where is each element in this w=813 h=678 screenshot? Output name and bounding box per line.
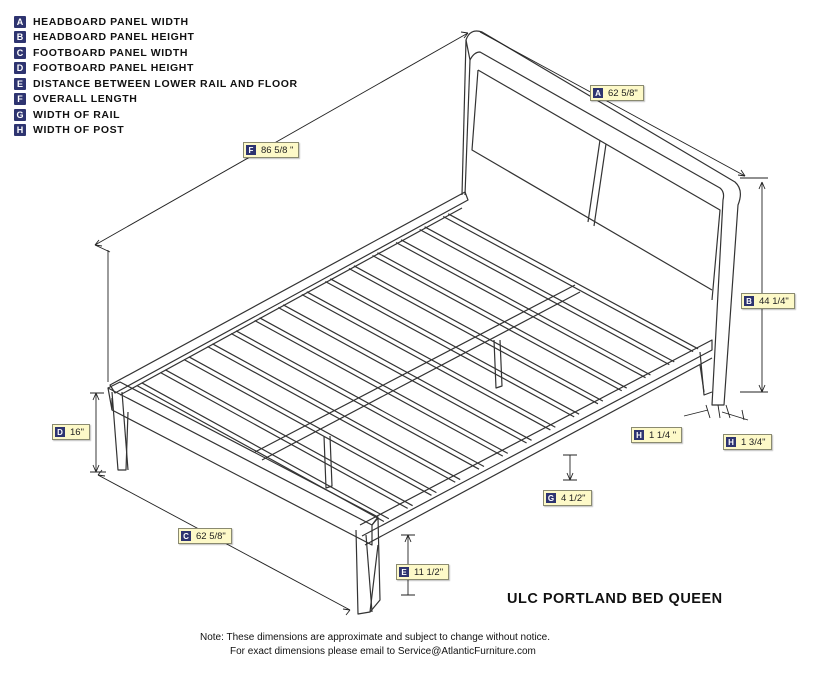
disclaimer-contact-line: For exact dimensions please email to Ser… xyxy=(230,646,536,657)
legend-item-e: E DISTANCE BETWEEN LOWER RAIL AND FLOOR xyxy=(14,76,298,92)
slat-edge xyxy=(377,252,627,389)
dimension-value: 11 1/2" xyxy=(414,566,444,578)
slat-edge xyxy=(254,319,504,457)
dimension-key-badge: H xyxy=(634,430,644,440)
legend-item-g: G WIDTH OF RAIL xyxy=(14,107,298,123)
legend-item-c: C FOOTBOARD PANEL WIDTH xyxy=(14,45,298,61)
dimension-value: 16" xyxy=(70,426,84,438)
dimension-value: 1 1/4 " xyxy=(649,429,677,441)
legend-text: HEADBOARD PANEL WIDTH xyxy=(33,15,189,28)
dimension-line-d xyxy=(90,392,106,473)
slat-edge xyxy=(141,382,390,520)
dimension-line-h xyxy=(683,404,749,421)
slat-edge xyxy=(207,345,456,483)
dimension-key-badge: A xyxy=(593,88,603,98)
dimension-line-b xyxy=(740,177,768,393)
slat-edge xyxy=(330,278,580,415)
legend-key-badge: A xyxy=(14,15,26,28)
dimension-label-a: A 62 5/8" xyxy=(590,85,644,101)
slat-edge xyxy=(447,213,699,350)
dimension-key-badge: G xyxy=(546,493,556,503)
legend-text: WIDTH OF POST xyxy=(33,124,125,137)
slats xyxy=(136,213,699,522)
legend-key-badge: C xyxy=(14,46,26,59)
dimension-label-c: C 62 5/8" xyxy=(178,528,232,544)
slat-edge xyxy=(188,356,437,494)
slat-edge xyxy=(442,215,694,353)
slat-edge xyxy=(325,280,575,418)
legend-text: FOOTBOARD PANEL HEIGHT xyxy=(33,62,194,75)
dimension-legend: A HEADBOARD PANEL WIDTH B HEADBOARD PANEL … xyxy=(14,14,298,138)
slat-edge xyxy=(136,384,385,522)
legend-text: DISTANCE BETWEEN LOWER RAIL AND FLOOR xyxy=(33,77,298,90)
slat-edge xyxy=(165,369,413,507)
legend-key-badge: E xyxy=(14,77,26,90)
slat-edge xyxy=(395,241,646,379)
slat-edge xyxy=(183,358,432,496)
legend-item-d: D FOOTBOARD PANEL HEIGHT xyxy=(14,61,298,77)
dimension-label-d: D 16" xyxy=(52,424,90,440)
dimension-value: 4 1/2" xyxy=(561,492,586,504)
product-title: ULC PORTLAND BED QUEEN xyxy=(507,591,723,607)
slat-edge xyxy=(372,254,623,392)
headboard xyxy=(461,30,741,406)
dimension-key-badge: F xyxy=(246,145,256,155)
legend-text: WIDTH OF RAIL xyxy=(33,108,121,121)
slat-edge xyxy=(230,332,480,470)
slat-edge xyxy=(400,239,651,376)
dimension-value: 62 5/8" xyxy=(608,87,638,99)
center-supports xyxy=(323,339,713,489)
dimension-key-badge: E xyxy=(399,567,409,577)
legend-item-h: H WIDTH OF POST xyxy=(14,123,298,139)
dimension-label-g: G 4 1/2" xyxy=(543,490,592,506)
slat-edge xyxy=(424,226,675,363)
legend-key-badge: F xyxy=(14,93,26,106)
disclaimer-line: Note: These dimensions are approximate a… xyxy=(200,632,551,643)
legend-key-badge: D xyxy=(14,62,26,75)
legend-item-f: F OVERALL LENGTH xyxy=(14,92,298,108)
slat-edge xyxy=(235,330,485,468)
legend-item-a: A HEADBOARD PANEL WIDTH xyxy=(14,14,298,30)
dimension-line-f xyxy=(94,31,469,382)
legend-key-badge: G xyxy=(14,108,26,121)
legend-key-badge: H xyxy=(14,124,26,137)
dimension-value: 62 5/8" xyxy=(196,530,226,542)
dimension-key-badge: D xyxy=(55,427,65,437)
slat-edge xyxy=(348,267,599,405)
dimension-label-b: B 44 1/4" xyxy=(741,293,795,309)
slat-edge xyxy=(259,317,509,454)
legend-text: HEADBOARD PANEL HEIGHT xyxy=(33,31,195,44)
dimension-label-f: F 86 5/8 " xyxy=(243,142,300,158)
dimension-label-e: E 11 1/2" xyxy=(396,564,450,580)
legend-text: FOOTBOARD PANEL WIDTH xyxy=(33,46,189,59)
dimension-value: 1 3/4" xyxy=(741,436,766,448)
disclaimer-note: Note: These dimensions are approximate a… xyxy=(200,631,640,659)
slat-edge xyxy=(353,265,604,402)
legend-key-badge: B xyxy=(14,31,26,44)
dimension-line-a xyxy=(479,31,746,177)
dimension-line-g xyxy=(563,454,577,481)
dimension-label-h-post: H 1 3/4" xyxy=(723,434,772,450)
slat-edge xyxy=(160,371,408,509)
dimension-label-h-rail: H 1 1/4 " xyxy=(631,427,683,443)
dimension-key-badge: B xyxy=(744,296,754,306)
dimension-value: 86 5/8 " xyxy=(261,144,294,156)
slat-edge xyxy=(419,228,670,366)
footboard xyxy=(107,381,381,615)
dimension-key-badge: H xyxy=(726,437,736,447)
center-rail xyxy=(254,284,581,461)
dimension-key-badge: C xyxy=(181,531,191,541)
dimension-value: 44 1/4" xyxy=(759,295,789,307)
legend-item-b: B HEADBOARD PANEL HEIGHT xyxy=(14,30,298,46)
legend-text: OVERALL LENGTH xyxy=(33,93,138,106)
slat-edge xyxy=(212,343,461,481)
